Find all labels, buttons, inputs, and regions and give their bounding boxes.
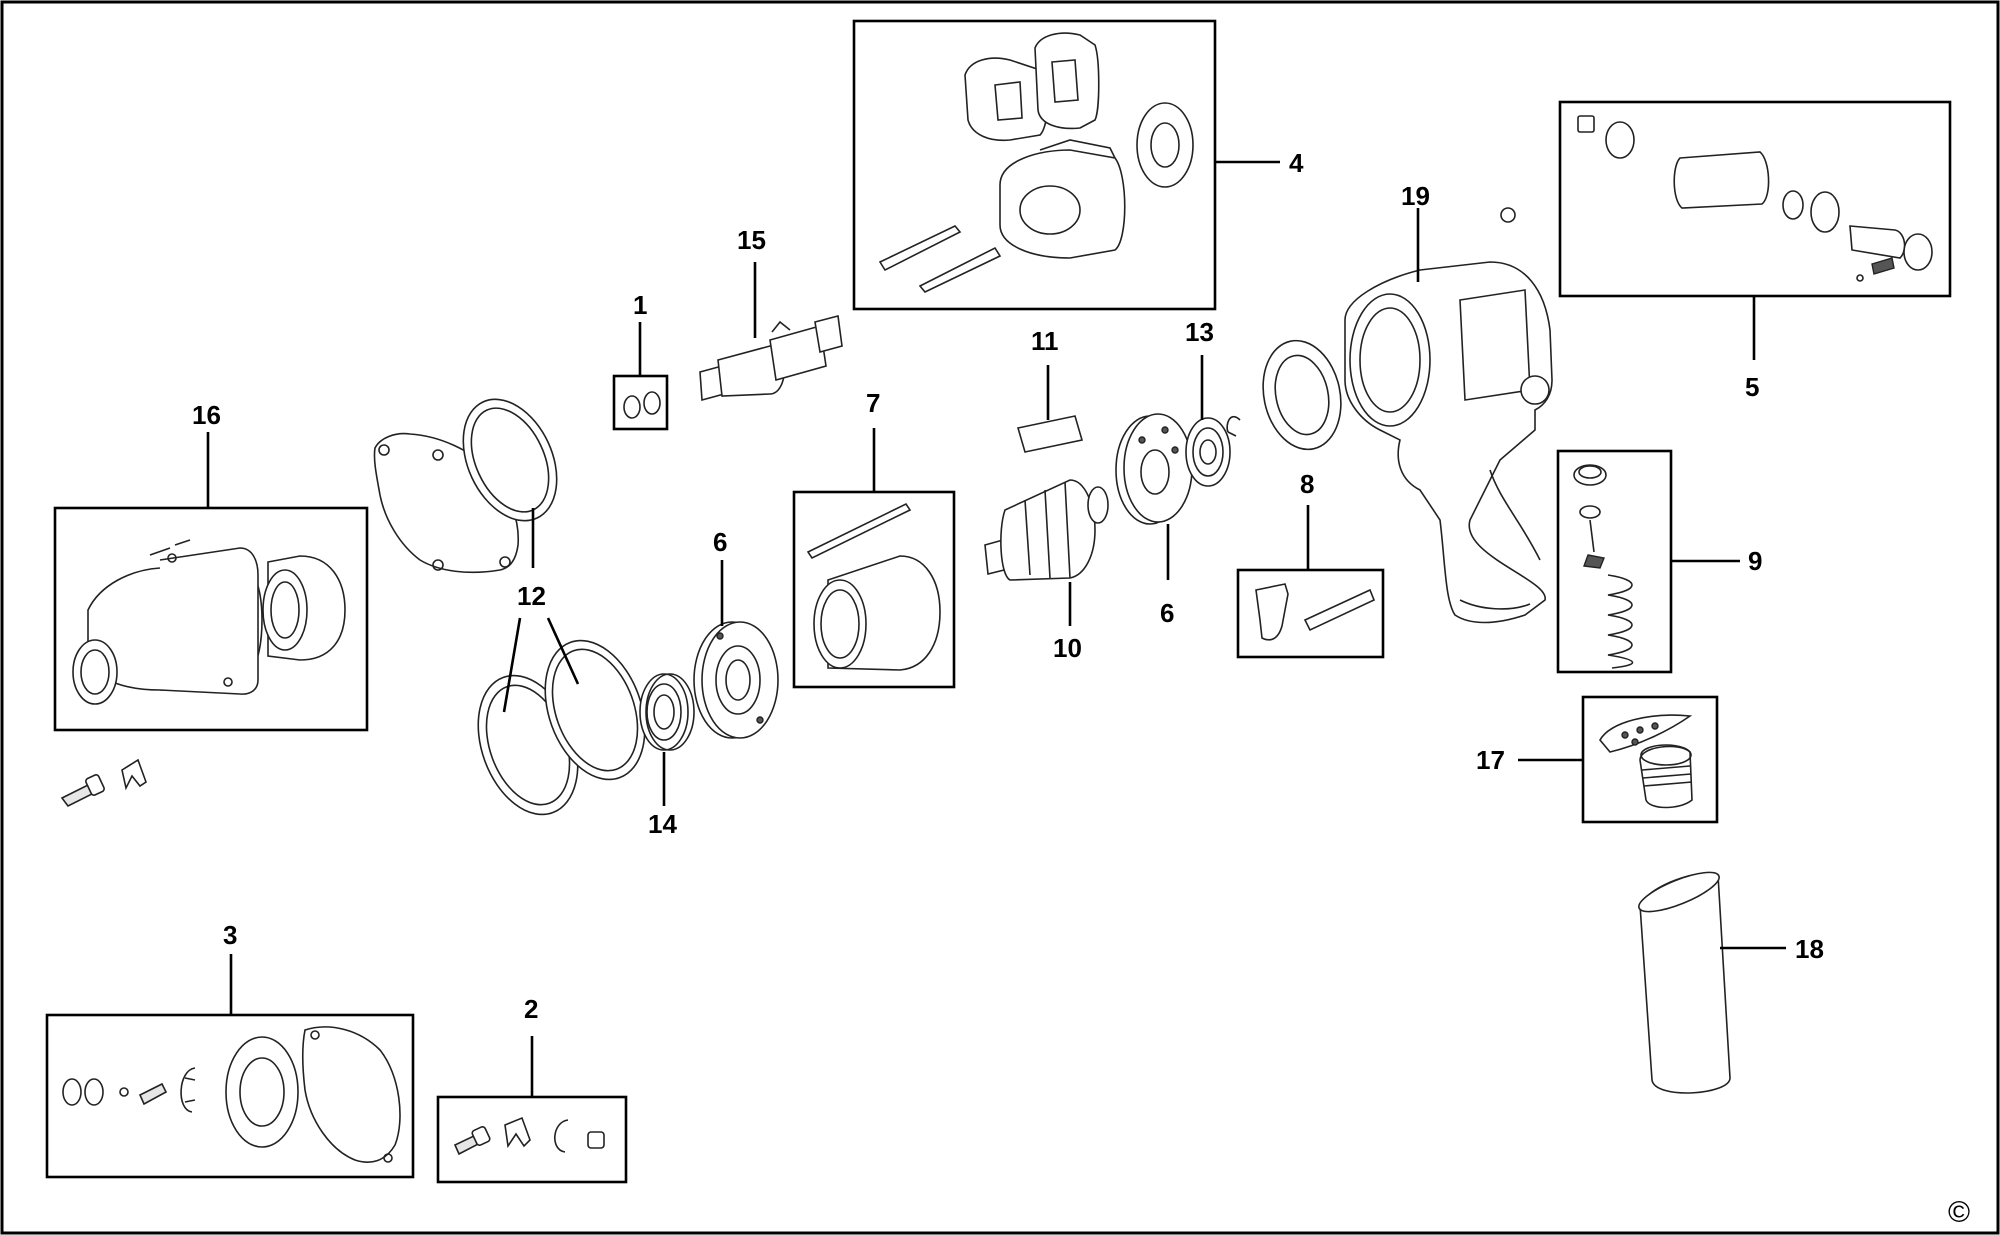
label-18: 18 bbox=[1795, 934, 1824, 964]
label-11: 11 bbox=[1031, 326, 1059, 356]
label-5: 5 bbox=[1745, 372, 1759, 402]
label-16: 16 bbox=[192, 400, 221, 430]
label-6-rear: 6 bbox=[1160, 598, 1174, 628]
copyright-mark: © bbox=[1948, 1196, 1970, 1229]
part-16-screw-and-clip[interactable] bbox=[60, 758, 147, 808]
label-3: 3 bbox=[223, 920, 237, 950]
label-19: 19 bbox=[1401, 181, 1430, 211]
label-17: 17 bbox=[1476, 745, 1505, 775]
label-14: 14 bbox=[648, 809, 677, 839]
part-12-o-ring-right[interactable] bbox=[527, 627, 663, 794]
part-19-motor-housing[interactable] bbox=[1344, 207, 1553, 624]
label-1: 1 bbox=[633, 290, 647, 320]
leader-12-left bbox=[502, 617, 522, 713]
part-8-trigger[interactable] bbox=[1236, 568, 1385, 659]
label-7: 7 bbox=[866, 388, 880, 418]
label-9: 9 bbox=[1748, 546, 1762, 576]
part-13-rear-bearing[interactable] bbox=[1185, 415, 1241, 487]
part-6-rear-end-plate[interactable] bbox=[1115, 413, 1193, 525]
part-3-seal-kit[interactable] bbox=[45, 1013, 415, 1179]
label-15: 15 bbox=[737, 225, 766, 255]
part-15-anvil[interactable] bbox=[699, 314, 843, 402]
label-10: 10 bbox=[1053, 633, 1082, 663]
part-2-hardware-kit[interactable] bbox=[436, 1095, 628, 1184]
part-17-air-inlet[interactable] bbox=[1581, 695, 1719, 824]
part-10-rotor[interactable] bbox=[984, 479, 1109, 581]
rear-gasket-plate[interactable] bbox=[1253, 333, 1350, 456]
part-12-front-o-ring[interactable] bbox=[445, 384, 575, 536]
part-11-rotor-vane[interactable] bbox=[1016, 415, 1084, 453]
label-4: 4 bbox=[1289, 148, 1304, 178]
part-7-cylinder[interactable] bbox=[792, 490, 956, 689]
part-4-hammer-mechanism[interactable] bbox=[852, 19, 1217, 311]
label-6-front: 6 bbox=[713, 527, 727, 557]
part-6-front-end-plate[interactable] bbox=[693, 621, 779, 739]
label-8: 8 bbox=[1300, 469, 1314, 499]
label-13: 13 bbox=[1185, 317, 1214, 347]
part-16-front-housing[interactable] bbox=[53, 506, 369, 732]
part-14-bearing[interactable] bbox=[639, 673, 695, 751]
leader-12-right bbox=[546, 617, 580, 685]
part-9-throttle-valve-kit[interactable] bbox=[1556, 449, 1673, 674]
part-18-grip-sleeve[interactable] bbox=[1635, 865, 1731, 1094]
part-5-reverse-valve-kit[interactable] bbox=[1558, 100, 1952, 298]
label-2: 2 bbox=[524, 994, 538, 1024]
part-1-retaining-ring[interactable] bbox=[612, 374, 669, 431]
label-12: 12 bbox=[517, 581, 546, 611]
